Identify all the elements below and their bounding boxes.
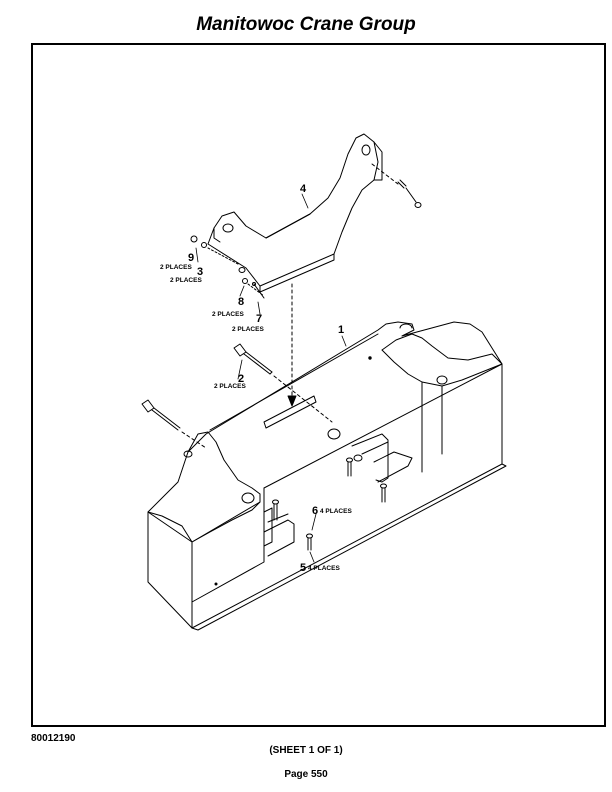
bolt-left: [272, 499, 279, 521]
callout-2-qty: 2 PLACES: [214, 383, 246, 390]
callout-8: 8: [238, 296, 244, 308]
drawing-frame: 1 2 2 PLACES 3 2 PLACES 4 5 4 PLACES 6 4…: [31, 43, 606, 727]
hardware-9-3: [190, 235, 239, 265]
callout-6: 6: [312, 505, 318, 517]
page-title: Manitowoc Crane Group: [196, 14, 416, 35]
bolt-top-right: [371, 163, 422, 208]
page-number: Page 550: [284, 769, 328, 780]
bolt-lower: [306, 533, 313, 551]
callout-3: 3: [197, 266, 203, 278]
weldment-part-1: [147, 321, 507, 631]
callout-3-qty: 2 PLACES: [170, 277, 202, 284]
hardware-8-7: [242, 278, 265, 299]
callout-5: 5: [300, 562, 306, 574]
pin-part-2: [233, 343, 333, 423]
callout-9: 9: [188, 252, 194, 264]
callout-2: 2: [238, 373, 244, 385]
pin-left: [141, 399, 207, 449]
callout-7: 7: [256, 313, 262, 325]
callout-9-qty: 2 PLACES: [160, 264, 192, 271]
callout-8-qty: 2 PLACES: [212, 311, 244, 318]
sheet-indicator: (SHEET 1 OF 1): [269, 745, 343, 756]
bracket-part-4: [207, 133, 383, 293]
callout-6-qty: 4 PLACES: [320, 508, 352, 515]
bolt-right: [380, 483, 387, 503]
callout-5-qty: 4 PLACES: [308, 565, 340, 572]
callout-1: 1: [338, 324, 344, 336]
assembly-arrow: [287, 395, 297, 407]
parts-diagram: 1 2 2 PLACES 3 2 PLACES 4 5 4 PLACES 6 4…: [141, 133, 507, 631]
bolt-center: [346, 457, 353, 477]
leader-lines: [195, 193, 347, 563]
callout-4: 4: [300, 183, 307, 195]
callout-7-qty: 2 PLACES: [232, 326, 264, 333]
drawing-number: 80012190: [31, 733, 76, 744]
